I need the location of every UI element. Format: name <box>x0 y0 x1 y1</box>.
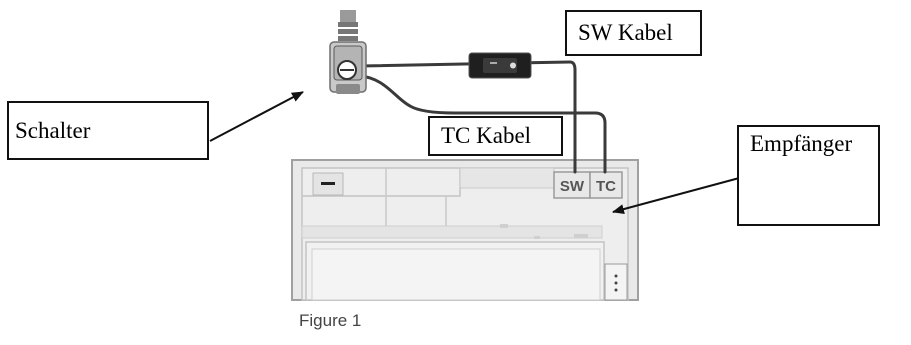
port-tc-label: TC <box>596 178 616 195</box>
sw-kabel-label: SW Kabel <box>565 10 702 56</box>
port-sw-label: SW <box>560 178 585 195</box>
switch-device <box>329 10 367 94</box>
schalter-label: Schalter <box>7 101 209 160</box>
receiver-unit: SW TC <box>291 159 639 301</box>
tc-cable <box>358 74 607 174</box>
sw-cable <box>358 60 577 174</box>
schalter-arrow <box>209 91 304 142</box>
tc-kabel-label: TC Kabel <box>428 116 563 156</box>
empfaenger-arrow <box>612 176 744 214</box>
empfaenger-label: Empfänger <box>737 125 880 226</box>
inline-switch <box>468 52 532 79</box>
callout-arrows <box>209 91 744 214</box>
figure-caption: Figure 1 <box>299 311 362 330</box>
cables <box>358 60 607 174</box>
